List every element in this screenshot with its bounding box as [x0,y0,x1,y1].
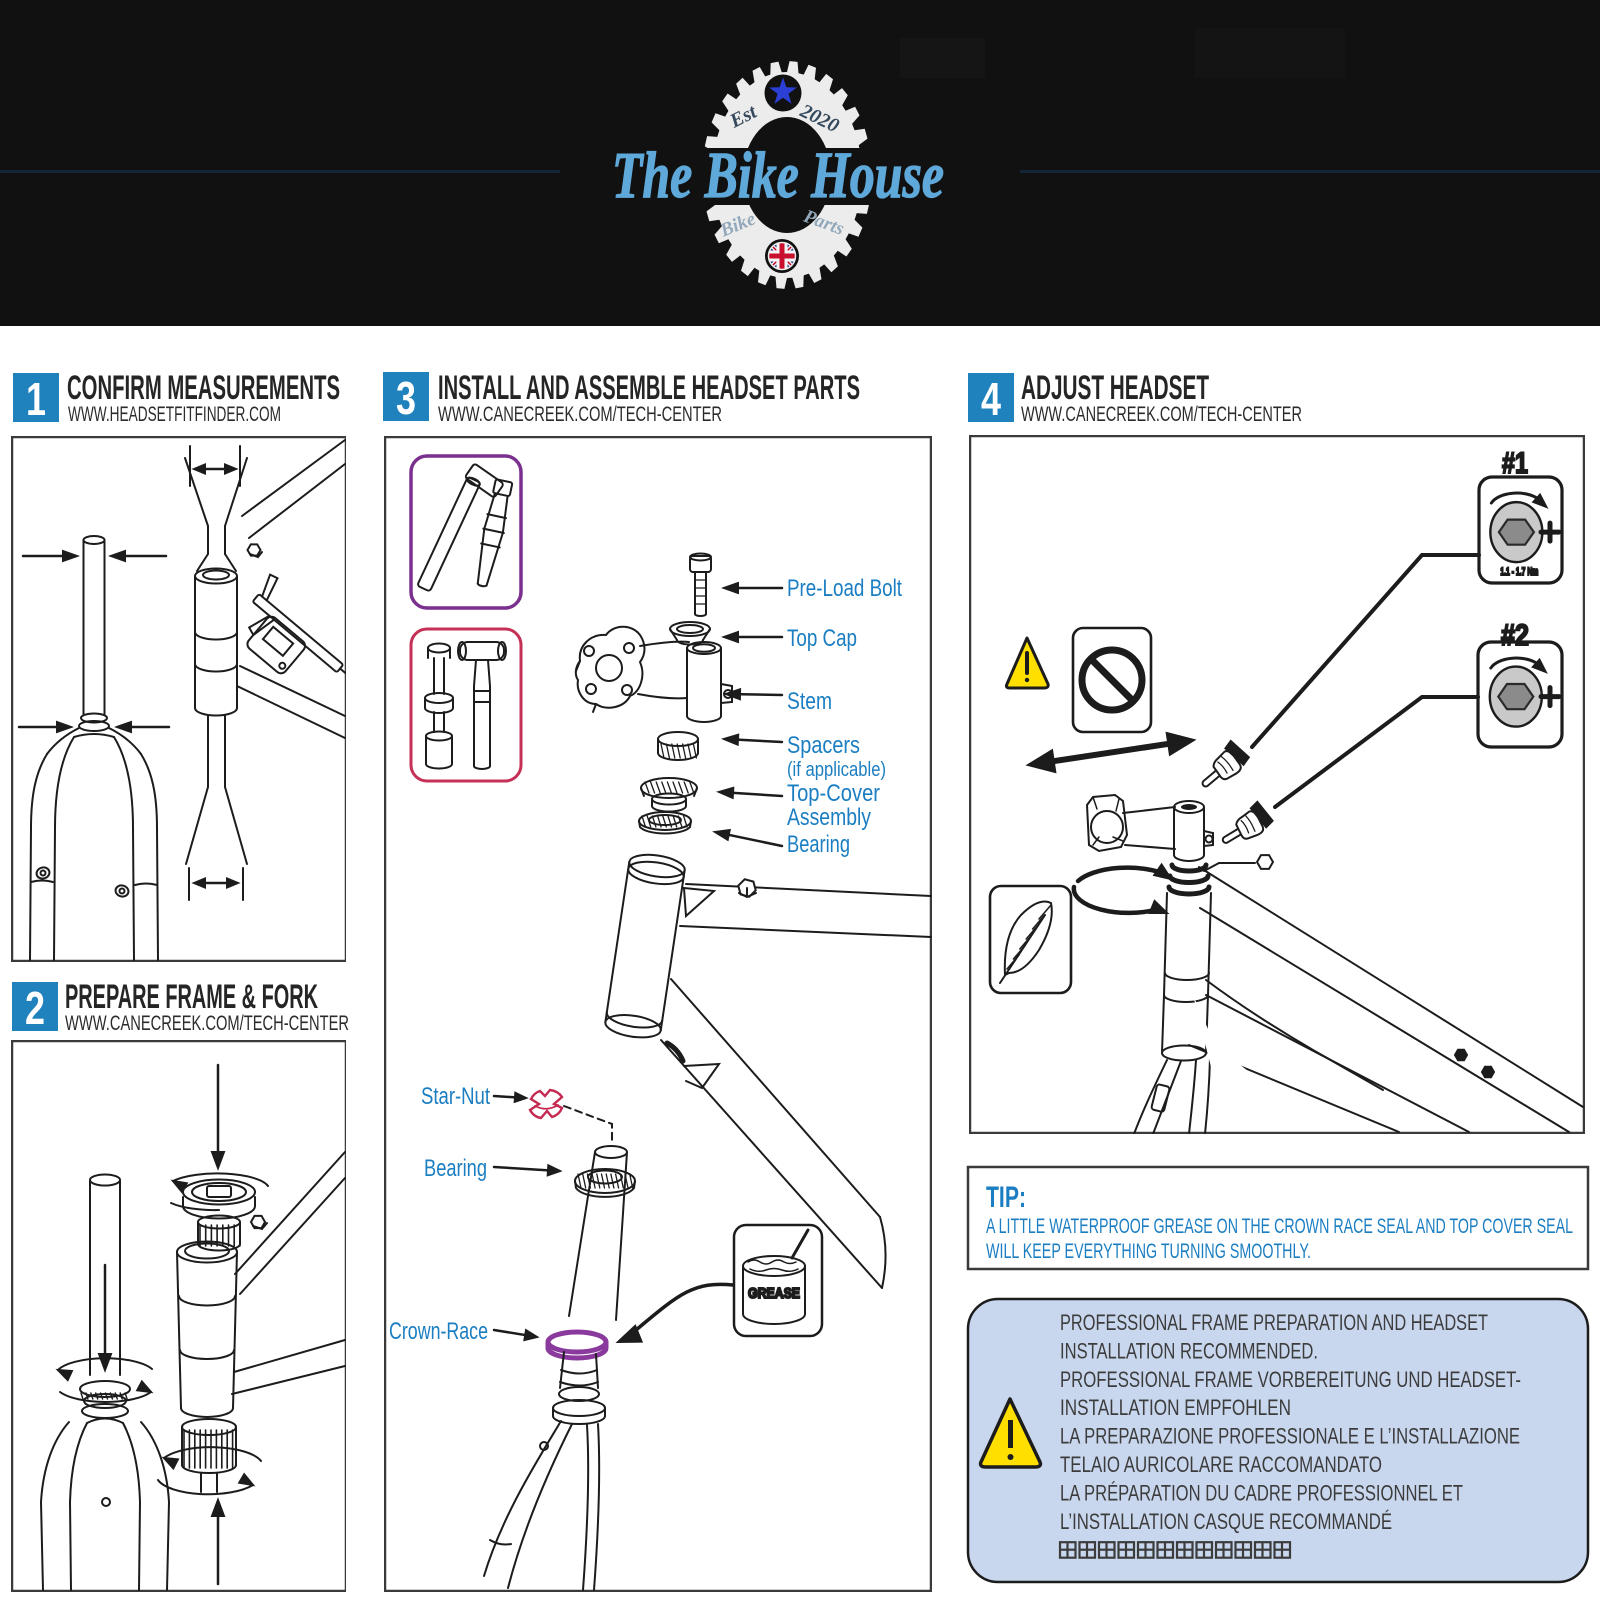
svg-text:CONFIRM MEASUREMENTS: CONFIRM MEASUREMENTS [67,369,340,407]
svg-text:4: 4 [981,373,1001,425]
svg-text:1.1 - 1.7 Nm: 1.1 - 1.7 Nm [1500,566,1538,578]
svg-text:#2: #2 [1501,619,1529,652]
svg-text:WWW.CANECREEK.COM/TECH-CENTER: WWW.CANECREEK.COM/TECH-CENTER [438,402,722,426]
svg-text:GREASE: GREASE [748,1285,800,1302]
svg-text:INSTALLATION RECOMMENDED.: INSTALLATION RECOMMENDED. [1060,1338,1318,1363]
svg-text:WWW.CANECREEK.COM/TECH-CENTER: WWW.CANECREEK.COM/TECH-CENTER [1021,402,1302,426]
svg-text:The Bike House: The Bike House [612,139,944,212]
svg-text:A LITTLE WATERPROOF GREASE ON: A LITTLE WATERPROOF GREASE ON THE CROWN … [986,1215,1573,1238]
svg-text:WILL KEEP EVERYTHING TURNING S: WILL KEEP EVERYTHING TURNING SMOOTHLY. [986,1240,1311,1263]
svg-text:TELAIO AURICOLARE RACCOMANDATO: TELAIO AURICOLARE RACCOMANDATO [1060,1452,1382,1477]
svg-text:LA PRÉPARATION DU CADRE PROFES: LA PRÉPARATION DU CADRE PROFESSIONNEL ET [1060,1480,1463,1505]
svg-text:Crown-Race: Crown-Race [389,1318,488,1345]
svg-text:2: 2 [25,982,45,1034]
svg-text:(if applicable): (if applicable) [787,759,886,781]
svg-text:PROFESSIONAL FRAME PREPARATION: PROFESSIONAL FRAME PREPARATION AND HEADS… [1060,1310,1488,1335]
svg-text:Stem: Stem [787,688,832,715]
svg-text:WWW.CANECREEK.COM/TECH-CENTER: WWW.CANECREEK.COM/TECH-CENTER [65,1011,349,1035]
svg-text:Top Cap: Top Cap [787,625,857,652]
svg-text:Pre-Load Bolt: Pre-Load Bolt [787,575,902,602]
svg-text:L’INSTALLATION CASQUE RECOMMAN: L’INSTALLATION CASQUE RECOMMANDÉ [1060,1509,1392,1534]
svg-text:WWW.HEADSETFITFINDER.COM: WWW.HEADSETFITFINDER.COM [68,402,281,426]
svg-text:INSTALL AND ASSEMBLE HEADSET P: INSTALL AND ASSEMBLE HEADSET PARTS [438,369,860,407]
svg-text:3: 3 [396,372,416,424]
svg-text:PREPARE FRAME & FORK: PREPARE FRAME & FORK [65,978,318,1016]
svg-text:Top-Cover: Top-Cover [787,780,880,807]
svg-text:LA PREPARAZIONE PROFESSIONALE: LA PREPARAZIONE PROFESSIONALE E L’INSTAL… [1060,1424,1520,1449]
svg-text:Assembly: Assembly [787,804,871,831]
svg-text:Bearing: Bearing [787,831,850,858]
svg-text:TIP:: TIP: [986,1181,1026,1214]
svg-text:PROFESSIONAL FRAME VORBEREITUN: PROFESSIONAL FRAME VORBEREITUNG UND HEAD… [1060,1367,1521,1392]
svg-text:Spacers: Spacers [787,732,860,759]
svg-text:Star-Nut: Star-Nut [421,1083,490,1110]
svg-text:#1: #1 [1502,447,1528,480]
svg-text:INSTALLATION EMPFOHLEN: INSTALLATION EMPFOHLEN [1060,1395,1291,1420]
svg-text:1: 1 [26,373,46,425]
svg-text:Bearing: Bearing [424,1155,487,1182]
svg-text:ADJUST HEADSET: ADJUST HEADSET [1021,369,1209,407]
